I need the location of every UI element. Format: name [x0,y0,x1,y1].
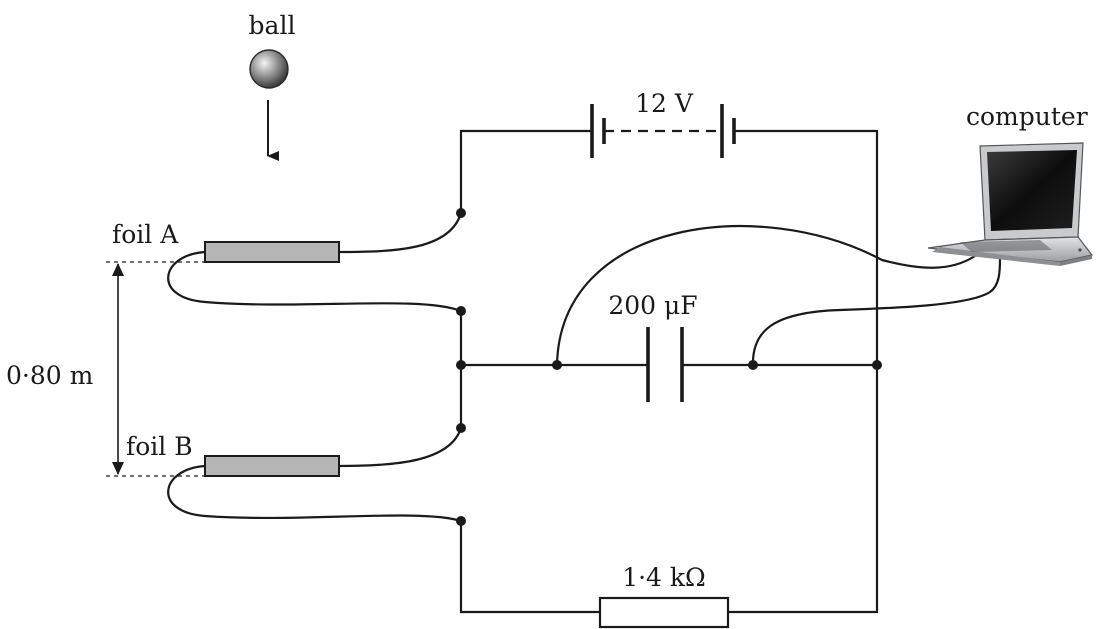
distance-marker: 0·80 m [6,261,205,477]
resistor-icon [598,596,730,629]
foil-a-strip [204,241,340,263]
battery-branch: 12 V [459,89,879,365]
ball-group: ball [249,11,296,161]
battery-label: 12 V [635,89,694,118]
distance-label: 0·80 m [6,361,94,390]
computer-lead-left [555,225,976,366]
junction-column [456,208,466,526]
arrow-head-down [112,462,124,475]
arrow-head-up [112,263,124,276]
laptop-icon [927,142,1094,266]
foil-b: foil B [126,427,463,523]
computer-leads [555,225,1002,366]
foil-b-strip [204,455,340,477]
ball-label: ball [249,11,296,40]
computer-lead-right [751,257,1002,366]
capacitor-label: 200 μF [608,291,697,320]
foil-a: foil A [112,212,463,313]
capacitor-branch: 200 μF [461,291,882,402]
computer-label: computer [966,102,1088,131]
ball-icon [249,49,289,89]
resistor-label: 1·4 kΩ [622,563,706,592]
foil-a-label: foil A [112,220,179,249]
foil-b-label: foil B [126,432,193,461]
resistor-branch: 1·4 kΩ [459,365,879,629]
computer: computer [927,102,1094,266]
